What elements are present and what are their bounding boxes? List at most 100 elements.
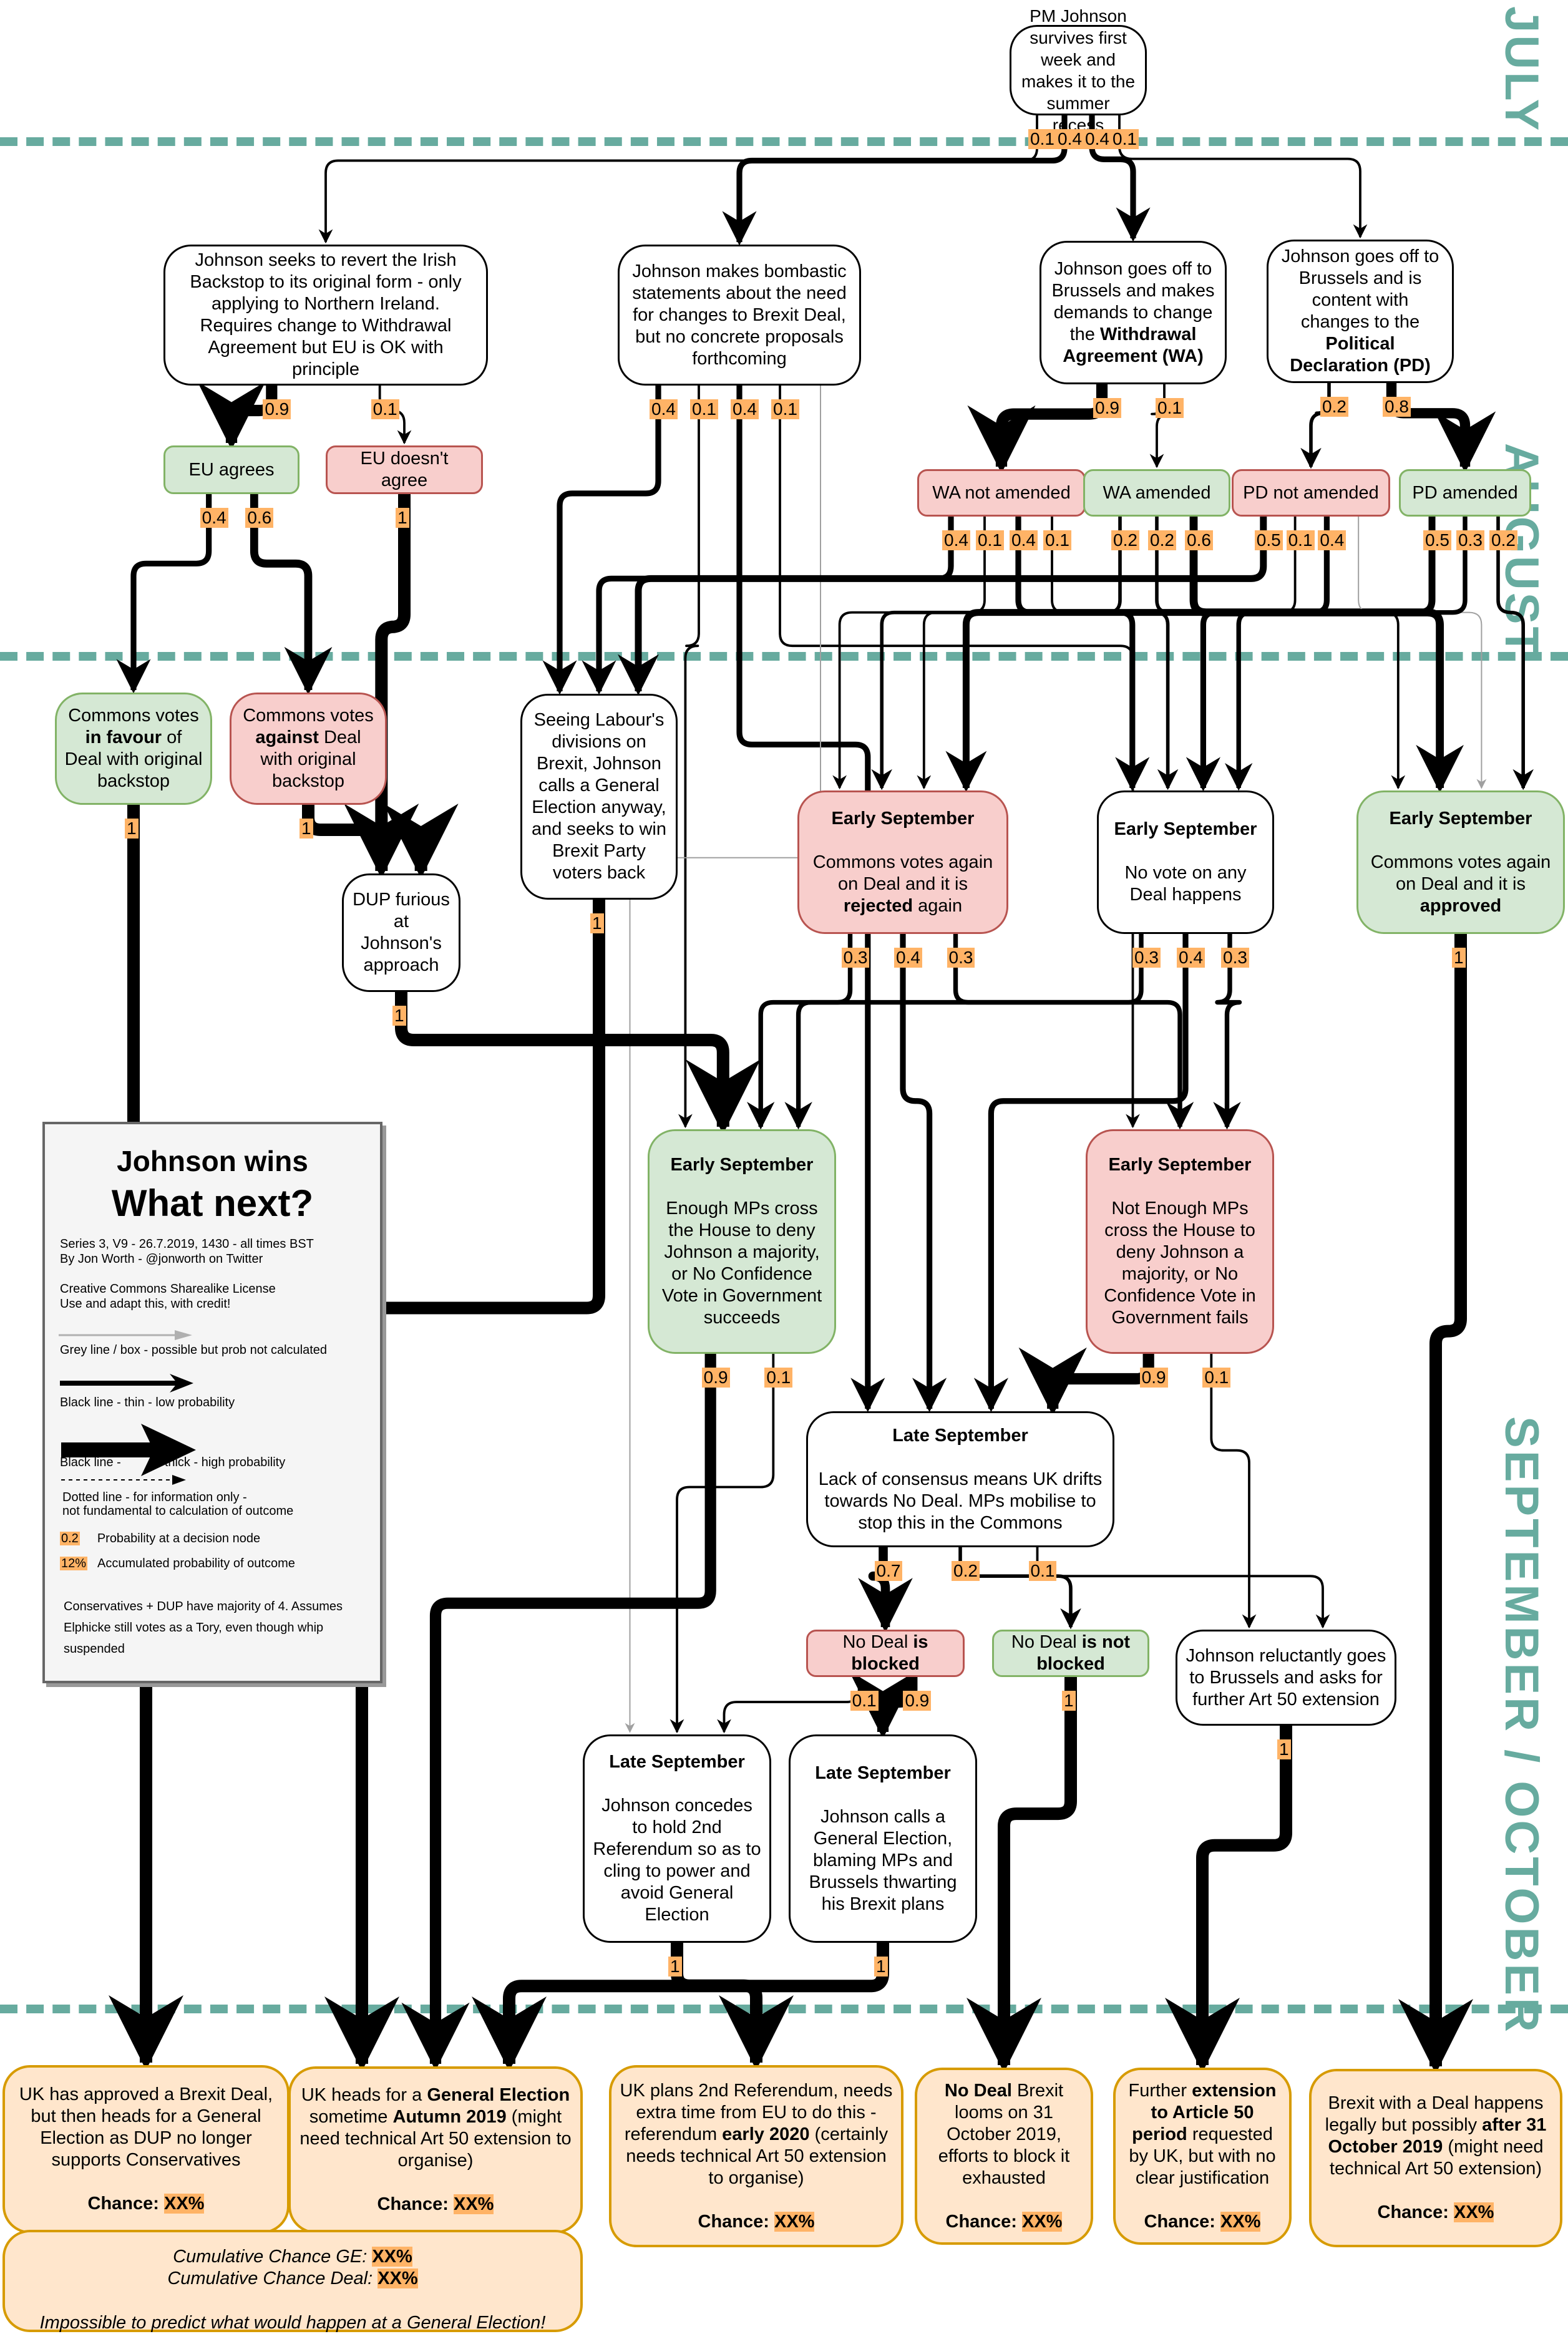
edge-wa_amended-to-es_approved	[1189, 517, 1464, 793]
node-commons-against[interactable]: Commons votes against Deal with original…	[230, 693, 387, 805]
node-brussels-pd[interactable]: Johnson goes off to Brussels and is cont…	[1267, 240, 1454, 383]
legend-panel: Johnson wins What next? Series 3, V9 - 2…	[42, 1122, 382, 1683]
node-wa-not-amended[interactable]: WA not amended	[917, 469, 1086, 517]
probability-label: 0.4	[1083, 129, 1111, 149]
edge-bombastic-to-es_enough	[678, 386, 700, 1129]
chance-value: XX%	[774, 2211, 815, 2232]
edge-ls_drift-to-nd_blocked	[858, 1547, 913, 1633]
probability-label: 0.1	[1202, 1368, 1231, 1388]
probability-label: 0.3	[1456, 530, 1484, 550]
edge-es_novote-to-es_enough	[784, 934, 1144, 1130]
node-start[interactable]: PM Johnson survives first week and makes…	[1010, 6, 1147, 135]
probability-label: 0.1	[371, 399, 399, 419]
outcome-general-election[interactable]: UK heads for a General Election sometime…	[288, 2066, 583, 2234]
node-bombastic-statements[interactable]: Johnson makes bombastic statements about…	[618, 245, 861, 386]
probability-label: 0.4	[894, 948, 922, 968]
node-es-rejected[interactable]: Early September Commons votes again on D…	[797, 790, 1008, 934]
edge-ls_drift-to-reluctant_extension	[1036, 1547, 1330, 1629]
probability-label: 0.1	[850, 1691, 879, 1711]
probability-label: 0.3	[1221, 948, 1249, 968]
edge-es_approved-to-deal_after	[1398, 934, 1473, 2074]
edge-wa_not_amended-to-es_novote	[1015, 517, 1150, 792]
edge-bombastic-to-labour_divisions	[542, 386, 661, 695]
edge-start-to-brussels_wa	[1089, 115, 1151, 242]
outcome-no-deal[interactable]: No Deal Brexit looms on 31 October 2019,…	[915, 2068, 1093, 2245]
edge-dup_furious-to-es_enough	[395, 992, 761, 1134]
outcome-second-referendum[interactable]: UK plans 2nd Referendum, needs extra tim…	[609, 2065, 903, 2247]
probability-label: 0.1	[1286, 530, 1315, 550]
node-dup-furious[interactable]: DUP furious at Johnson's approach	[342, 873, 460, 992]
probability-label: 0.9	[263, 399, 291, 419]
probability-label: 0.2	[1489, 530, 1517, 550]
probability-label: 0.3	[1132, 948, 1161, 968]
edge-brussels_pd-to-pd_not_amended	[1300, 383, 1331, 469]
cumulative-deal-value: XX%	[377, 2268, 418, 2288]
edge-pd_amended-to-es_rejected	[945, 517, 1436, 792]
probability-label: 0.4	[942, 530, 970, 550]
legend-title: Johnson wins	[117, 1145, 308, 1177]
node-pd-amended[interactable]: PD amended	[1399, 469, 1531, 517]
probability-label: 0.1	[764, 1368, 793, 1388]
probability-label: 0.2	[952, 1561, 980, 1581]
legend-dotted-arrow-icon	[61, 1475, 186, 1485]
edge-wa_not_amended-to-labour_divisions	[582, 517, 954, 695]
probability-label: 0.4	[731, 399, 759, 419]
node-eu-doesnt-agree[interactable]: EU doesn't agree	[326, 445, 483, 494]
node-ls-referendum[interactable]: Late September Johnson concedes to hold …	[583, 1734, 771, 1943]
edge-reluctant_extension-to-extension	[1165, 1726, 1292, 2073]
legend-grey-arrow-icon	[59, 1330, 192, 1340]
chance-value: XX%	[454, 2194, 494, 2214]
probability-label: 0.1	[1156, 398, 1184, 418]
node-commons-in-favour[interactable]: Commons votes in favour of Deal with ori…	[55, 693, 212, 805]
probability-label: 0.9	[1093, 398, 1121, 418]
node-labour-divisions[interactable]: Seeing Labour's divisions on Brexit, Joh…	[520, 694, 678, 900]
node-pd-not-amended[interactable]: PD not amended	[1232, 469, 1390, 517]
chance-value: XX%	[1454, 2202, 1494, 2222]
outcome-deal-then-general-election[interactable]: UK has approved a Brexit Deal, but then …	[2, 2065, 290, 2234]
node-revert-backstop[interactable]: Johnson seeks to revert the Irish Backst…	[163, 245, 488, 386]
probability-label: 0.1	[1028, 129, 1056, 149]
node-reluctant-extension[interactable]: Johnson reluctantly goes to Brussels and…	[1176, 1630, 1396, 1726]
probability-label: 0.1	[771, 399, 799, 419]
node-brussels-wa[interactable]: Johnson goes off to Brussels and makes d…	[1040, 241, 1227, 384]
probability-label: 1	[1277, 1739, 1291, 1759]
node-no-deal-blocked[interactable]: No Deal is blocked	[806, 1630, 965, 1677]
probability-label: 0.4	[1318, 530, 1346, 550]
edge-brussels_wa-to-wa_amended	[1149, 384, 1171, 469]
probability-label: 0.8	[1383, 397, 1411, 417]
edge-ls_drift-to-nd_not_blocked	[958, 1547, 1081, 1630]
probability-label: 0.1	[1043, 530, 1071, 550]
month-label-sept-oct: SEPTEMBER / OCTOBER	[1495, 1416, 1548, 2035]
probability-label: 0.2	[1111, 530, 1139, 550]
edge-start-to-revert_backstop	[318, 115, 1038, 244]
probability-label: 1	[392, 1006, 406, 1026]
edge-pd_amended-to-es_approved	[1496, 517, 1534, 790]
node-es-not-enough-mps[interactable]: Early September Not Enough MPs cross the…	[1086, 1129, 1274, 1354]
probability-label: 1	[590, 913, 604, 933]
legend-accumulated-badge: 12%	[60, 1557, 88, 1570]
probability-label: 0.4	[650, 399, 678, 419]
node-es-enough-mps[interactable]: Early September Enough MPs cross the Hou…	[648, 1129, 836, 1354]
outcome-article-50-extension[interactable]: Further extension to Article 50 period r…	[1113, 2068, 1292, 2245]
edge-eu_agrees-to-commons_favour	[116, 494, 212, 694]
probability-label: 1	[668, 1957, 682, 1977]
node-ls-election[interactable]: Late September Johnson calls a General E…	[789, 1734, 977, 1943]
cumulative-ge-value: XX%	[372, 2247, 412, 2267]
node-ls-drift-no-deal[interactable]: Late September Lack of consensus means U…	[806, 1411, 1114, 1547]
node-no-deal-not-blocked[interactable]: No Deal is not blocked	[992, 1630, 1149, 1677]
probability-label: 0.5	[1423, 530, 1451, 550]
probability-label: 0.2	[1320, 397, 1348, 417]
probability-label: 0.6	[1185, 530, 1213, 550]
probability-label: 0.1	[976, 530, 1004, 550]
probability-label: 0.2	[1148, 530, 1176, 550]
node-es-no-vote[interactable]: Early September No vote on any Deal happ…	[1097, 790, 1274, 934]
probability-label: 0.5	[1254, 530, 1283, 550]
node-eu-agrees[interactable]: EU agrees	[163, 445, 299, 494]
probability-label: 0.1	[1111, 129, 1139, 149]
month-separator-august	[0, 652, 1568, 661]
edge-es_rejected-to-ls_drift	[900, 934, 947, 1413]
edge-brussels_pd-to-pd_amended	[1386, 383, 1496, 473]
node-wa-amended[interactable]: WA amended	[1083, 469, 1230, 517]
node-es-approved[interactable]: Early September Commons votes again on D…	[1356, 790, 1565, 934]
outcome-deal-after-october[interactable]: Brexit with a Deal happens legally but p…	[1309, 2069, 1562, 2247]
